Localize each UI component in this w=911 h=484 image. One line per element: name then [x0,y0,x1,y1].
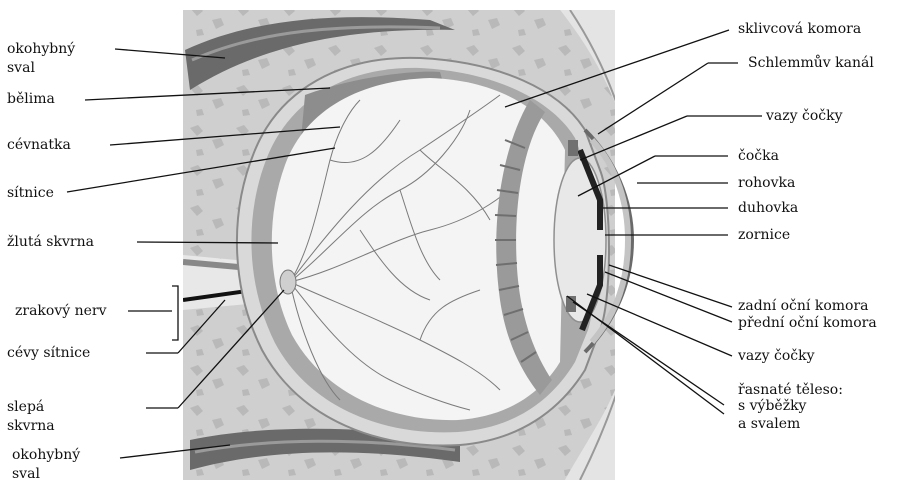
label-vazy-cocky-top: vazy čočky [766,107,843,126]
label-belima: bělima [7,90,55,109]
label-predni-ocni-komora: přední oční komora [738,314,877,333]
label-cocka: čočka [738,147,779,166]
label-okohybny-sval-bottom: okohybný sval [12,446,104,484]
label-sklivcova-komora: sklivcová komora [738,20,861,39]
label-cevy-sitnice: cévy sítnice [7,344,90,363]
label-zrakovy-nerv: zrakový nerv [15,302,107,321]
optic-nerve-bracket [172,286,178,340]
label-cevnatka: cévnatka [7,136,71,155]
label-a-svalem: a svalem [738,415,800,434]
label-schlemmuv-kanal: Schlemmův kanál [748,54,874,73]
label-okohybny-sval-top: okohybný sval [7,40,99,78]
label-rohovka: rohovka [738,174,795,193]
label-zluta-skvrna: žlutá skvrna [7,233,94,252]
label-zornice: zornice [738,226,790,245]
label-sitnice: sítnice [7,184,54,203]
label-vazy-cocky-bottom: vazy čočky [738,347,815,366]
label-slepa-skvrna: slepá skvrna [7,398,67,436]
label-s-vybezky: s výběžky [738,397,806,416]
eyeball [237,58,632,446]
label-duhovka: duhovka [738,199,798,218]
